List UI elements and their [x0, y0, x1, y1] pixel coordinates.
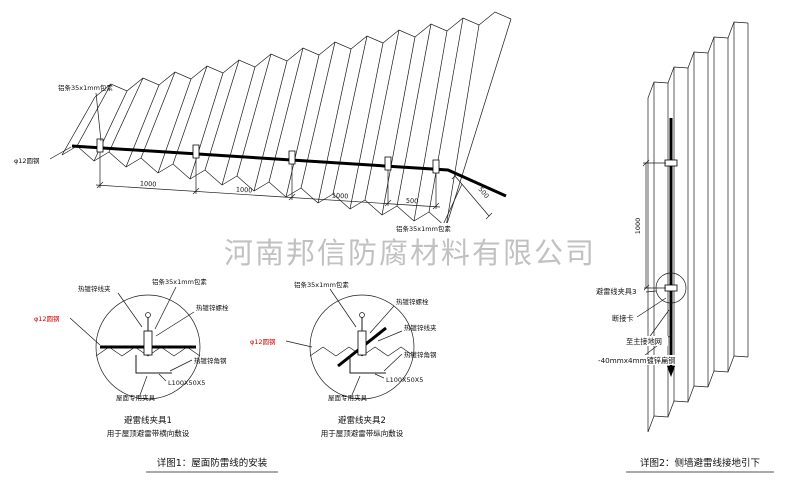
detail2-nut: [359, 312, 365, 318]
wall-corrugation-lines: [647, 22, 749, 432]
detail1-label-wire-clip: 热镀锌线夹: [78, 284, 111, 293]
detail1-label-roof-clamp: 屋面专用夹具: [116, 393, 156, 402]
wall-bottom-edge-profile: [647, 355, 749, 433]
label-to-ground: 至主接地网: [626, 337, 662, 346]
dim-label-1000-3: 1000: [332, 192, 349, 201]
label-mask: [594, 286, 644, 296]
detail1-clamp-body: [143, 330, 153, 356]
detail2-corrugation-profile: [309, 346, 415, 357]
wall-view: [647, 21, 749, 433]
leader-strip-right: [441, 183, 463, 228]
label-strip-right: 铝条35x1mm包素: [396, 224, 451, 233]
dimension-line: [95, 184, 441, 208]
detail1-label-round-steel: φ12圆钢: [34, 315, 60, 323]
company-watermark: 河南邦信防腐材料有限公司: [224, 236, 596, 270]
leader-round-steel: [49, 146, 72, 160]
detail1-label-angle-steel: 热镀锌角钢: [194, 356, 227, 365]
detail1-corrugation-profile: [95, 346, 201, 357]
dimension-ticks: [96, 181, 440, 210]
wall-dim-label-1000: 1000: [634, 218, 642, 235]
roof-annotations: 铝条35x1mm包素 φ12圆钢 铝条35x1mm包素: [14, 83, 486, 233]
detail2-label-wire-clip: 热镀锌线夹: [404, 323, 437, 332]
label-mask: [596, 355, 684, 365]
wire-clamps: [96, 138, 440, 174]
label-clamp3: 避雷线夹具3: [596, 287, 637, 296]
detail1-nut: [145, 312, 151, 318]
label-strip-top: 铝条35x1mm包素: [58, 83, 113, 92]
dim-label-1000-2: 1000: [236, 186, 253, 195]
wall-clamp-lower: [664, 284, 678, 292]
figure2-caption: 详图2：侧墙避雷线接地引下: [640, 457, 760, 469]
wall-clamp-upper: [664, 159, 678, 167]
detail1-label-strip: 铝条35x1mm包素: [152, 277, 207, 286]
figure1-caption: 详图1：屋面防雷线的安装: [157, 457, 268, 469]
detail2-title: 避雷线夹具2: [338, 415, 386, 426]
detail2-clamp-body: [357, 330, 367, 356]
detail-circle-1-outline: [95, 294, 201, 400]
ground-arrow: [667, 366, 675, 377]
detail2-label-roof-clamp: 屋面专用夹具: [328, 393, 368, 402]
label-mask: [610, 313, 636, 323]
detail-circle-2-outline: [309, 294, 415, 400]
detail2-label-angle-steel: 热镀锌角钢: [404, 350, 437, 359]
detail1-title: 避雷线夹具1: [124, 415, 172, 426]
extension-lines: [99, 152, 437, 209]
label-mask: [394, 223, 486, 233]
wall-top-edge-profile: [647, 21, 749, 99]
dim-label-1000-1: 1000: [140, 180, 157, 189]
wall-extension-lines: [643, 162, 666, 289]
roof-valley-lines: [61, 24, 480, 228]
detail2-label-angle-size: L100X50X5: [386, 376, 423, 384]
dim-label-500-1: 500: [406, 197, 419, 206]
side-dimension-line: [451, 172, 493, 220]
detail2-leaders: [285, 288, 403, 396]
wall-annotations: 避雷线夹具3 断接卡 至主接地网 -40mmx4mm镀锌扁钢: [594, 286, 684, 365]
wall-leaders: [636, 290, 672, 360]
label-mask: [624, 336, 668, 346]
detail-circle-1: 热镀锌线夹 铝条35x1mm包素 热镀锌螺栓 φ12圆钢 热镀锌角钢 L100X…: [34, 277, 229, 438]
leader-strip-top: [95, 92, 102, 142]
detail2-label-bolt: 热镀锌螺栓: [396, 297, 429, 306]
roof-right-edge: [445, 18, 512, 228]
wall-dimension: 1000: [634, 159, 666, 292]
label-round-steel: φ12圆钢: [14, 157, 40, 165]
label-disconnect-card: 断接卡: [612, 314, 634, 323]
detail1-subtitle: 用于屋顶避雷带横向敷设: [107, 428, 190, 438]
detail2-label-round-steel: φ12圆钢: [250, 338, 276, 346]
detail2-subtitle: 用于屋顶避雷带纵向敷设: [321, 428, 404, 438]
detail1-leaders: [69, 286, 195, 396]
detail2-angle-steel: [349, 355, 386, 374]
roof-isometric-view: [61, 11, 512, 228]
detail1-label-angle-size: L100X50X5: [168, 379, 205, 387]
roof-ridge-lines: [76, 17, 464, 213]
detail1-label-bolt: 热镀锌螺栓: [196, 303, 229, 312]
detail-circle-2: 铝条35x1mm包素 热镀锌螺栓 热镀锌线夹 φ12圆钢 热镀锌角钢 L100X…: [250, 280, 437, 438]
roof-top-edge-profile: [94, 11, 512, 98]
detail1-angle-steel: [135, 355, 172, 374]
detail2-label-strip: 铝条35x1mm包素: [294, 280, 349, 289]
label-flat-steel: -40mmx4mm镀锌扁钢: [598, 356, 675, 365]
